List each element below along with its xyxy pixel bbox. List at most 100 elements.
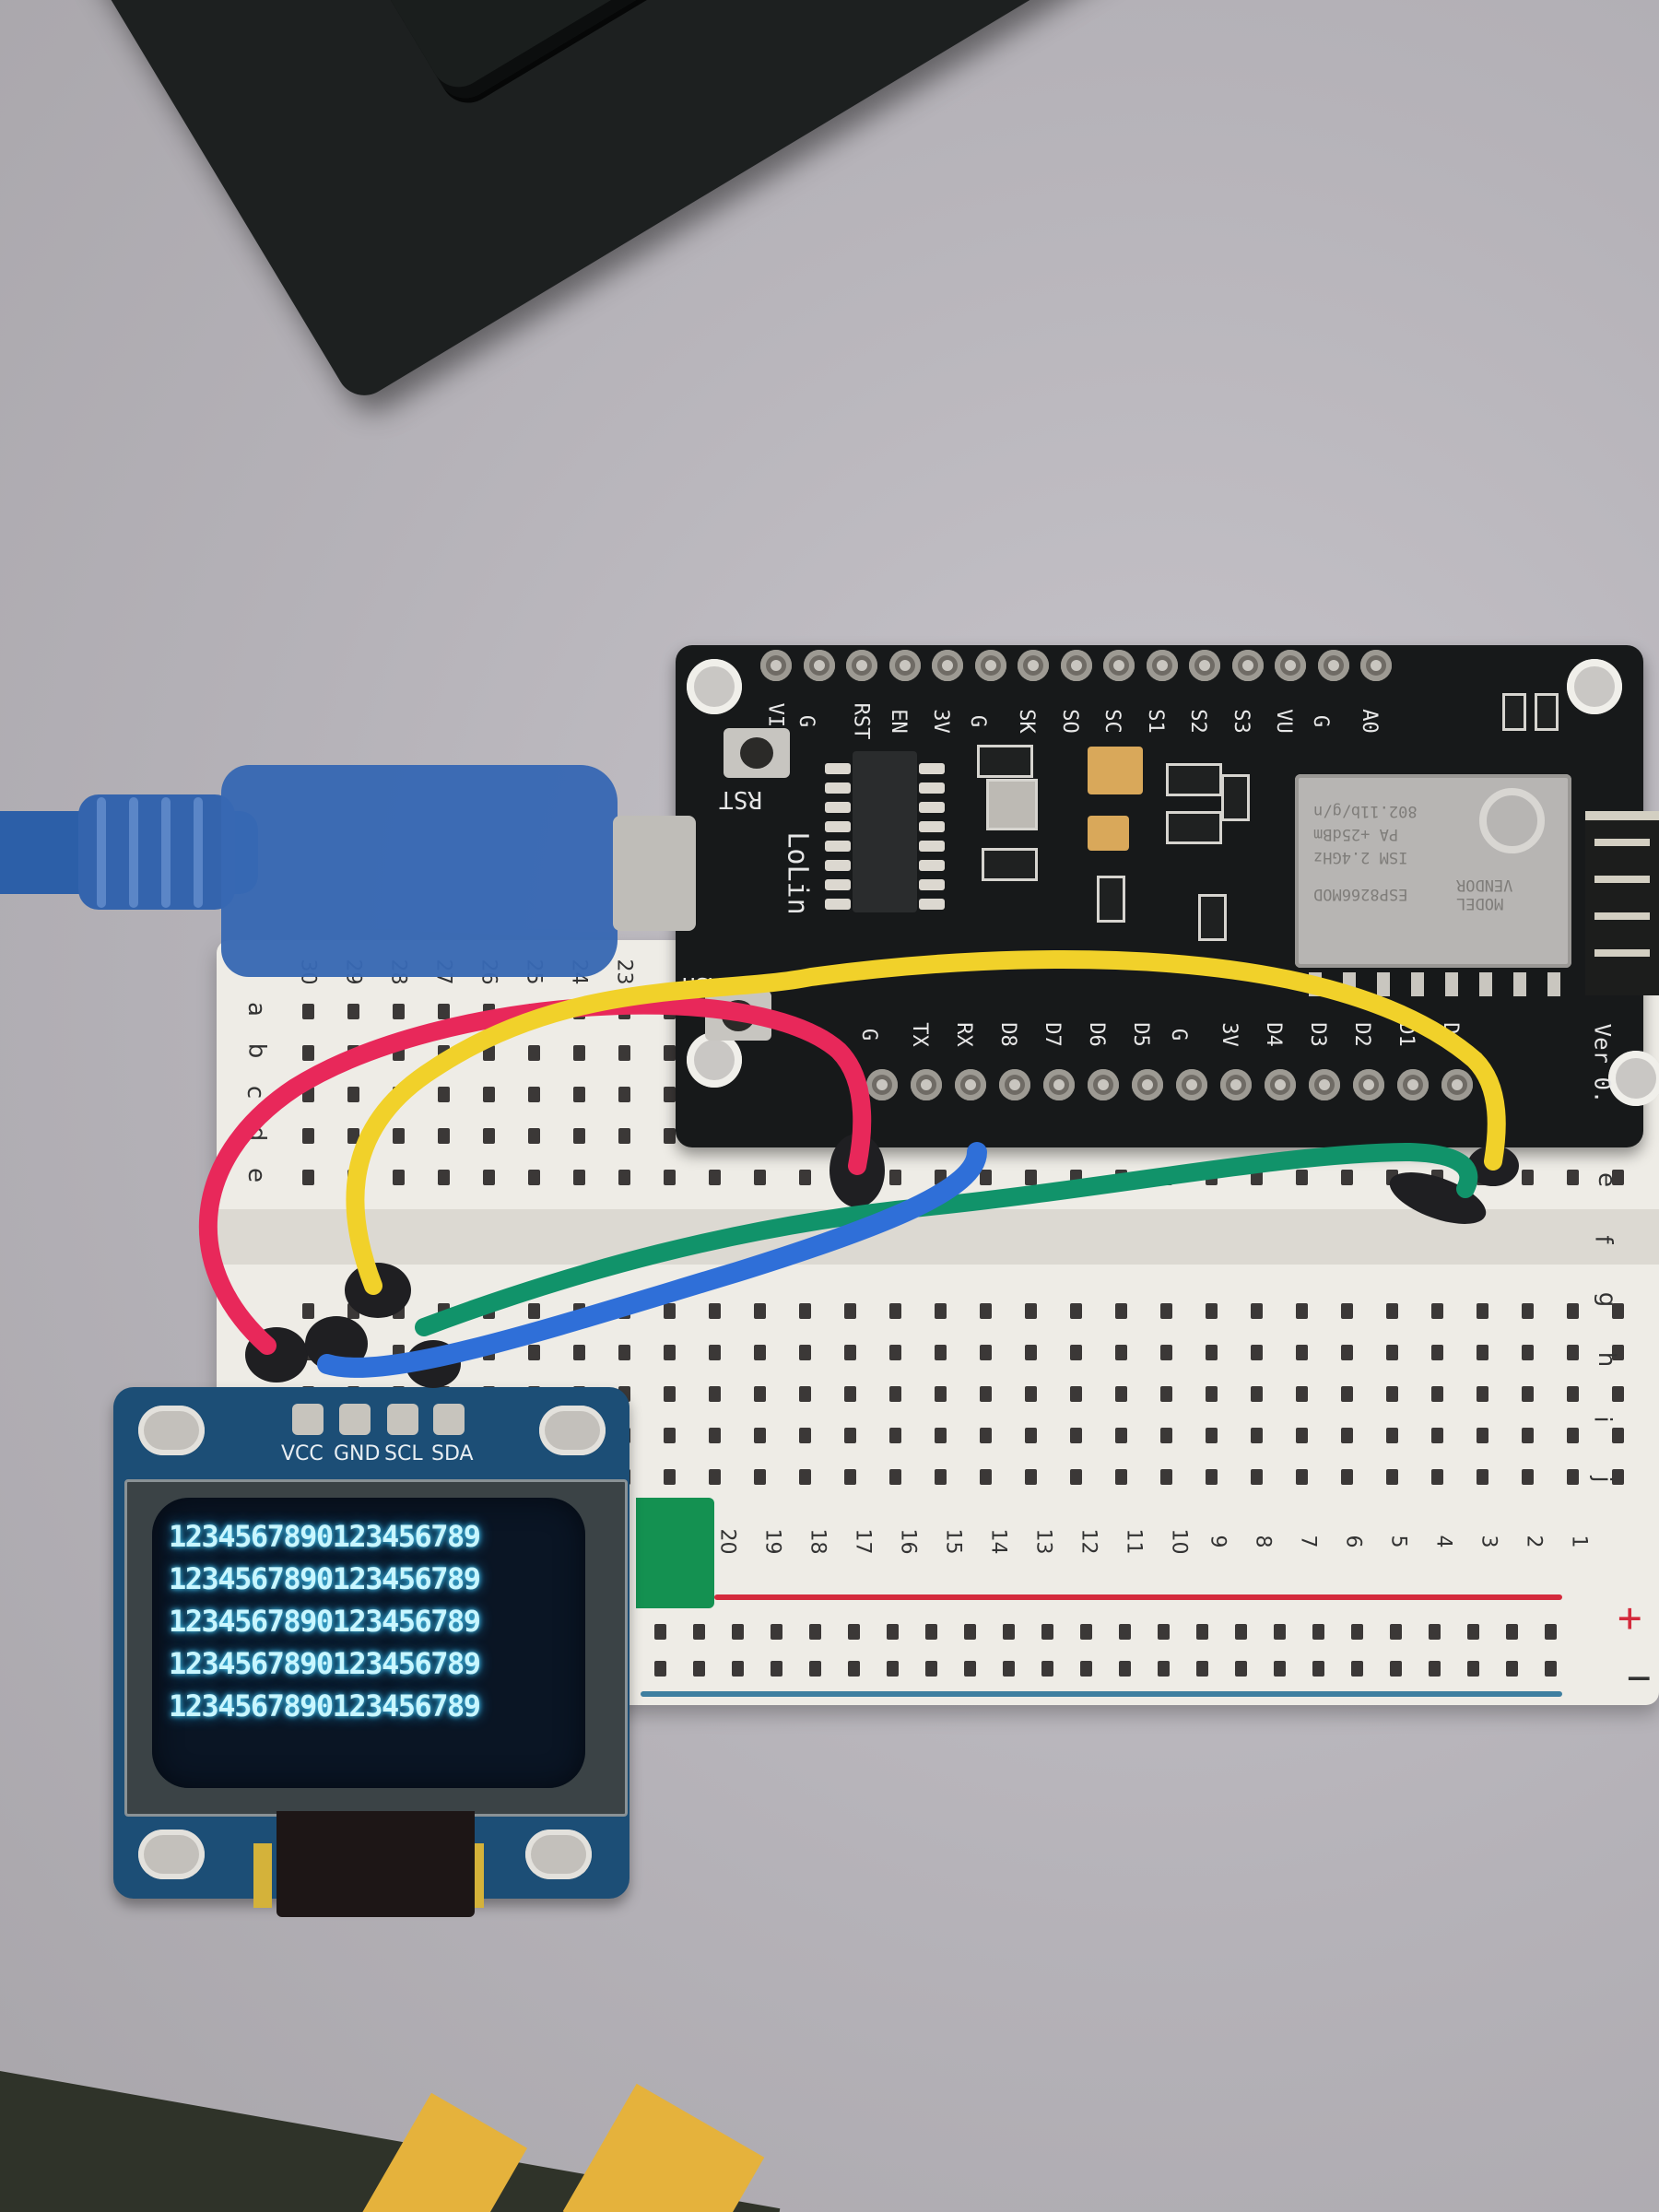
breadboard-hole: [528, 1345, 540, 1360]
header-pin: [1265, 1069, 1296, 1100]
breadboard-hole: [438, 1128, 450, 1144]
breadboard-hole: [754, 1303, 766, 1319]
breadboard-hole: [302, 1303, 314, 1319]
breadboard-hole: [844, 1303, 856, 1319]
breadboard-hole: [1477, 1386, 1488, 1402]
header-pin: [1231, 650, 1264, 681]
breadboard-hole: [889, 1345, 901, 1360]
header-pin: [1317, 650, 1349, 681]
header-pin: [760, 650, 792, 681]
breadboard-hole: [1612, 1303, 1624, 1319]
oled-text-line: 1234567890123456789: [169, 1688, 481, 1724]
chip-leg: [919, 763, 945, 774]
breadboard-hole: [1234, 1660, 1247, 1677]
breadboard-hole: [1273, 1623, 1286, 1640]
breadboard-hole: [1025, 1303, 1037, 1319]
header-pin: [1220, 1069, 1252, 1100]
rail-minus-label: −: [1627, 1654, 1652, 1701]
breadboard-hole: [889, 1469, 901, 1485]
header-pin: [1018, 650, 1049, 681]
breadboard-hole: [1312, 1660, 1324, 1677]
breadboard-hole: [1160, 1428, 1172, 1443]
rst-button[interactable]: [724, 728, 790, 778]
breadboard-hole: [653, 1623, 666, 1640]
breadboard-hole: [1522, 1170, 1534, 1185]
breadboard-hole: [1251, 1386, 1263, 1402]
breadboard-hole: [731, 1623, 744, 1640]
header-pin: [1309, 1069, 1340, 1100]
breadboard-hole: [1195, 1623, 1208, 1640]
breadboard-hole: [709, 1469, 721, 1485]
breadboard-hole: [1386, 1386, 1398, 1402]
chip-leg: [825, 841, 851, 852]
breadboard-hole: [799, 1386, 811, 1402]
breadboard-hole: [1002, 1660, 1015, 1677]
breadboard-hole: [618, 1170, 630, 1185]
breadboard-hole: [1522, 1386, 1534, 1402]
breadboard-hole: [1567, 1469, 1579, 1485]
oled-mount-hole: [138, 1406, 205, 1455]
voltage-regulator: [986, 779, 1038, 830]
header-pin: [1060, 650, 1092, 681]
oled-pin-gnd: [339, 1404, 371, 1435]
kapton-tape: [253, 1843, 272, 1908]
breadboard-hole: [1251, 1469, 1263, 1485]
breadboard-hole: [1505, 1660, 1518, 1677]
breadboard-hole: [1612, 1469, 1624, 1485]
breadboard-hole: [1296, 1428, 1308, 1443]
breadboard-hole: [1312, 1623, 1324, 1640]
breadboard-hole: [1041, 1660, 1053, 1677]
breadboard-hole: [924, 1623, 937, 1640]
breadboard-hole: [799, 1303, 811, 1319]
breadboard-hole: [754, 1170, 766, 1185]
breadboard-hole: [1115, 1303, 1127, 1319]
breadboard-hole: [1466, 1623, 1479, 1640]
breadboard-hole: [438, 1004, 450, 1019]
breadboard-hole: [1431, 1303, 1443, 1319]
breadboard-hole: [573, 1087, 585, 1102]
rail-negative-holes: [641, 1654, 1570, 1682]
wire-blue: [317, 1142, 987, 1378]
breadboard-hole: [1273, 1660, 1286, 1677]
breadboard-hole: [618, 1128, 630, 1144]
smd-component: [1198, 894, 1227, 941]
breadboard-hole: [1025, 1428, 1037, 1443]
breadboard-hole: [1612, 1170, 1624, 1185]
breadboard-hole: [1428, 1660, 1441, 1677]
wire-red: [198, 995, 872, 1355]
breadboard-hole: [1341, 1345, 1353, 1360]
header-pin: [1132, 1069, 1163, 1100]
breadboard-hole: [692, 1623, 705, 1640]
header-pin: [1088, 1069, 1119, 1100]
breadboard-hole: [924, 1660, 937, 1677]
header-pin: [999, 1069, 1030, 1100]
breadboard-hole: [653, 1660, 666, 1677]
breadboard-hole: [1070, 1428, 1082, 1443]
breadboard-hole: [799, 1469, 811, 1485]
breadboard-hole: [1118, 1623, 1131, 1640]
breadboard-hole: [483, 1087, 495, 1102]
breadboard-hole: [889, 1170, 901, 1185]
breadboard-hole: [573, 1045, 585, 1061]
breadboard-hole: [889, 1428, 901, 1443]
breadboard-hole: [618, 1045, 630, 1061]
breadboard-hole: [1544, 1660, 1557, 1677]
tantalum-capacitor: [1088, 816, 1129, 851]
breadboard-hole: [1386, 1428, 1398, 1443]
breadboard-hole: [1070, 1469, 1082, 1485]
oled-text-line: 1234567890123456789: [169, 1604, 481, 1639]
breadboard-hole: [664, 1428, 676, 1443]
breadboard-hole: [709, 1170, 721, 1185]
breadboard-hole: [1206, 1386, 1218, 1402]
breadboard-hole: [573, 1345, 585, 1360]
breadboard-hole: [1296, 1469, 1308, 1485]
breadboard-hole: [302, 1004, 314, 1019]
oled-mount-hole: [138, 1830, 205, 1879]
breadboard-hole: [963, 1660, 976, 1677]
breadboard-hole: [844, 1469, 856, 1485]
mount-hole: [687, 1032, 742, 1088]
breadboard-hole: [1612, 1428, 1624, 1443]
esp-castellation: [1445, 972, 1458, 996]
breadboard-hole: [1386, 1345, 1398, 1360]
breadboard-hole: [483, 1170, 495, 1185]
